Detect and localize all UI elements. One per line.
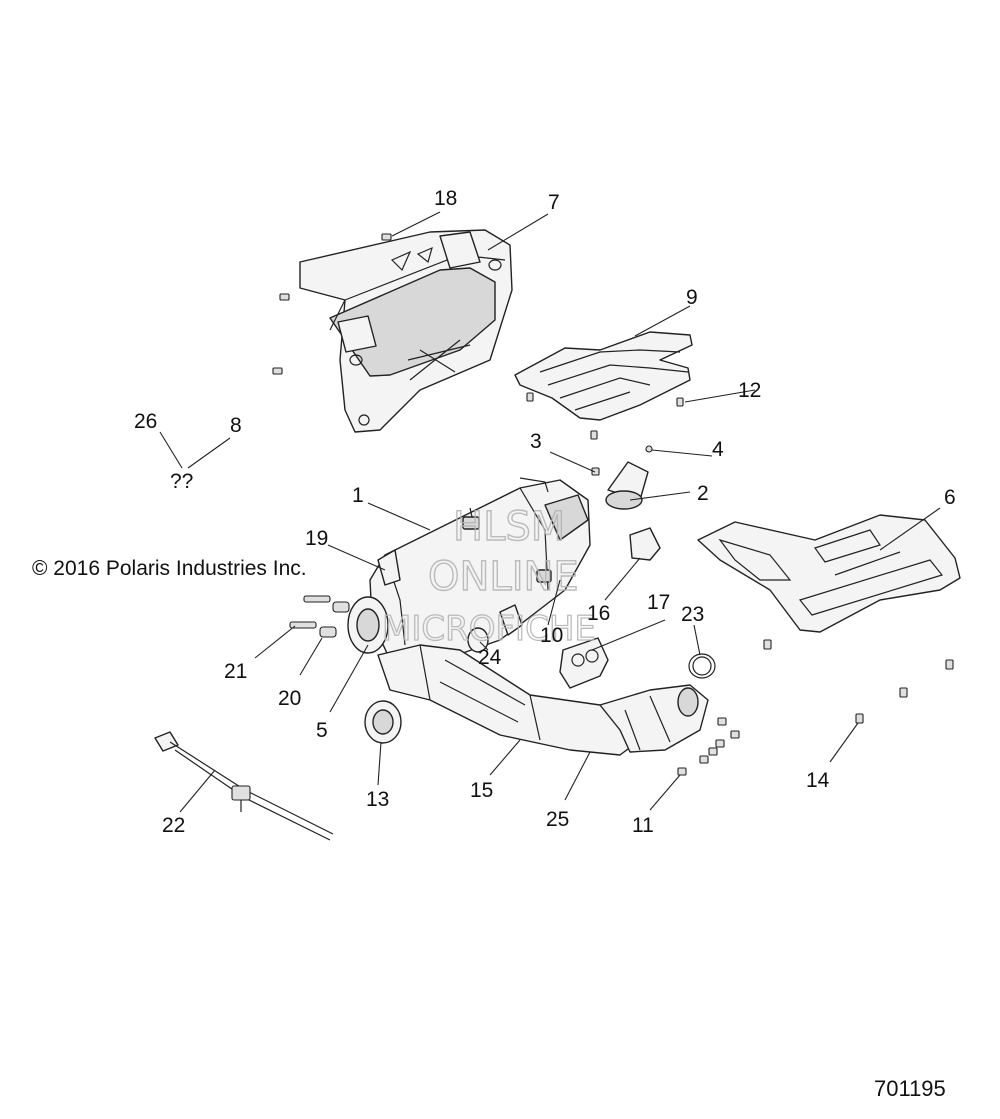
part-15-header-pipe bbox=[377, 644, 641, 756]
part-12-screws bbox=[526, 392, 684, 440]
watermark: HLSM ONLINE MICROFICHE bbox=[381, 503, 596, 649]
part-22-cable-tie bbox=[154, 731, 334, 841]
callout-1: 1 bbox=[352, 484, 364, 507]
callout-24: 24 bbox=[478, 646, 502, 669]
callout-19: 19 bbox=[305, 527, 328, 550]
watermark-line1: HLSM bbox=[453, 504, 565, 550]
callout-unknown: ?? bbox=[170, 470, 193, 493]
part-18-bolts bbox=[272, 233, 392, 375]
callout-9: 9 bbox=[686, 286, 698, 309]
part-7-upper-heat-shield bbox=[299, 229, 513, 433]
callout-7: 7 bbox=[548, 191, 560, 214]
leader-lines bbox=[159, 211, 941, 813]
callout-13: 13 bbox=[366, 788, 389, 811]
callout-18: 18 bbox=[434, 187, 457, 210]
part-21-bolts bbox=[289, 595, 331, 629]
part-9-corrugated-shield bbox=[514, 331, 693, 421]
callout-10: 10 bbox=[540, 624, 563, 647]
part-23-clamp bbox=[688, 653, 716, 679]
callout-8: 8 bbox=[230, 414, 242, 437]
callout-25: 25 bbox=[546, 808, 569, 831]
part-25-catalyst bbox=[599, 684, 709, 753]
callout-17: 17 bbox=[647, 591, 670, 614]
callout-14: 14 bbox=[806, 769, 830, 792]
callouts: 18 7 9 12 26 8 ?? 3 4 2 6 1 19 © 2016 Po… bbox=[32, 187, 956, 1101]
document-number: 701195 bbox=[874, 1076, 946, 1101]
callout-23: 23 bbox=[681, 603, 704, 626]
watermark-line2: ONLINE bbox=[428, 554, 579, 600]
part-6-lower-heat-shield bbox=[697, 514, 961, 633]
part-11-bolts bbox=[677, 717, 740, 776]
part-14-fasteners bbox=[763, 639, 954, 724]
callout-12: 12 bbox=[738, 379, 761, 402]
callout-21: 21 bbox=[224, 660, 247, 683]
part-19-bracket bbox=[377, 549, 401, 586]
callout-16: 16 bbox=[587, 602, 610, 625]
callout-2: 2 bbox=[697, 482, 709, 505]
callout-3: 3 bbox=[530, 430, 542, 453]
callout-5: 5 bbox=[316, 719, 328, 742]
part-24-ring bbox=[467, 627, 489, 653]
callout-22: 22 bbox=[162, 814, 185, 837]
callout-20: 20 bbox=[278, 687, 301, 710]
callout-4: 4 bbox=[712, 438, 724, 461]
part-13-seal bbox=[364, 700, 402, 744]
callout-11: 11 bbox=[632, 814, 654, 837]
copyright-notice: © 2016 Polaris Industries Inc. bbox=[32, 557, 307, 580]
part-16-isolator bbox=[499, 527, 661, 636]
callout-26: 26 bbox=[134, 410, 157, 433]
part-1-muffler bbox=[369, 477, 591, 669]
callout-15: 15 bbox=[470, 779, 493, 802]
watermark-line3: MICROFICHE bbox=[382, 609, 596, 649]
part-2-outlet-tip bbox=[591, 445, 653, 510]
part-5-inlet-flange bbox=[347, 596, 389, 654]
part-20-springs bbox=[319, 601, 350, 638]
callout-6: 6 bbox=[944, 486, 956, 509]
